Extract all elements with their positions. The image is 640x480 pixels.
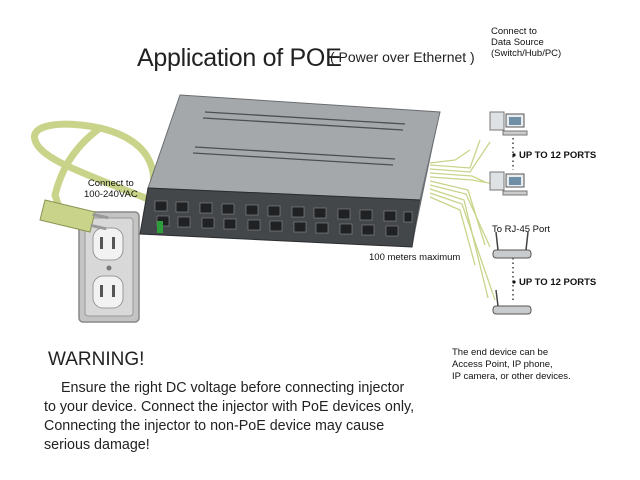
page-subtitle: ( Power over Ethernet ) xyxy=(330,49,475,65)
power-cable xyxy=(31,120,157,204)
warning-title: WARNING! xyxy=(48,349,145,370)
page-title: Application of POE xyxy=(137,44,342,72)
label-connect-power: Connect to 100-240VAC xyxy=(84,178,138,200)
ethernet-cables xyxy=(429,139,496,301)
label-rj45: To RJ-45 Port xyxy=(492,224,551,235)
pc-top xyxy=(489,111,528,136)
wall-outlet xyxy=(78,211,140,323)
status-led xyxy=(157,221,163,233)
router-bottom xyxy=(492,289,532,315)
label-connect-data-source: Connect to Data Source (Switch/Hub/PC) xyxy=(491,26,562,59)
pc-bottom xyxy=(489,171,528,196)
warning-body: Ensure the right DC voltage before conne… xyxy=(44,380,415,453)
router-top xyxy=(492,231,532,259)
label-end-device: The end device can be Access Point, IP p… xyxy=(452,347,571,382)
power-plug xyxy=(39,199,109,233)
label-up-to-ports-bottom: UP TO 12 PORTS xyxy=(519,277,597,288)
label-distance: 100 meters maximum xyxy=(369,252,461,263)
label-up-to-ports-top: UP TO 12 PORTS xyxy=(519,150,597,161)
power-cable-2 xyxy=(51,124,104,214)
